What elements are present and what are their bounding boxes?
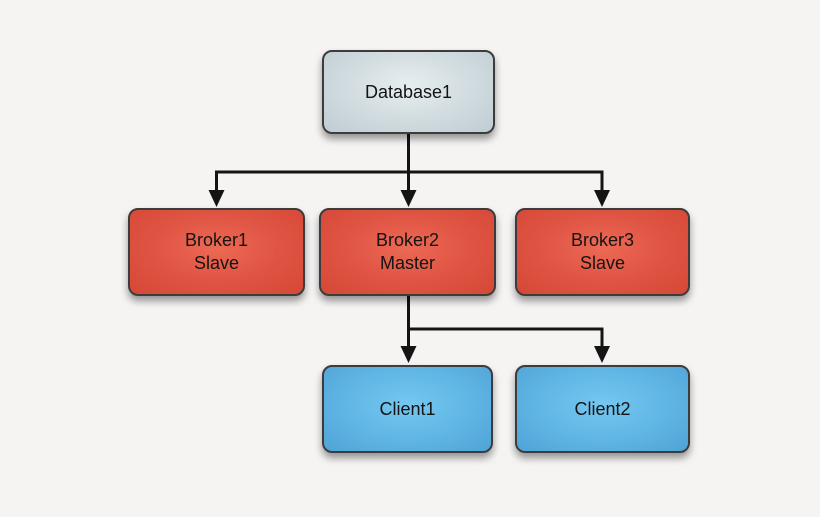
node-broker2: Broker2 Master [319, 208, 496, 296]
node-sublabel: Master [379, 253, 435, 273]
arrowhead-icon [594, 346, 610, 363]
node-client2: Client2 [515, 365, 690, 453]
node-broker3: Broker3 Slave [515, 208, 690, 296]
arrowhead-icon [400, 346, 417, 363]
node-sublabel: Slave [579, 253, 626, 273]
node-label: Broker3 [570, 230, 635, 250]
arrowhead-icon [400, 190, 417, 207]
node-database1: Database1 [322, 50, 495, 134]
node-client1: Client1 [322, 365, 493, 453]
node-label: Broker1 [184, 230, 249, 250]
node-broker1: Broker1 Slave [128, 208, 305, 296]
node-label: Database1 [364, 81, 453, 102]
node-label: Client2 [574, 398, 631, 419]
arrowhead-icon [208, 190, 225, 207]
edge-database1-to-brokers [208, 134, 610, 207]
node-label: Client1 [379, 398, 436, 419]
node-sublabel: Slave [193, 253, 240, 273]
node-label: Broker2 [375, 230, 440, 250]
arrowhead-icon [594, 190, 610, 207]
edge-broker2-to-clients [400, 296, 610, 363]
